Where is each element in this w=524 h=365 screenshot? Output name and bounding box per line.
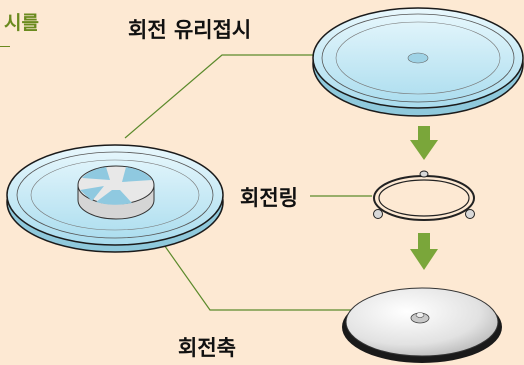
shaft-base	[342, 287, 502, 363]
tray-hub	[77, 165, 155, 220]
roller-ring	[373, 170, 475, 221]
shaft-label: 회전축	[178, 336, 236, 360]
tray-leader-line	[124, 54, 320, 139]
roller-ring-label: 회전링	[240, 186, 298, 210]
arrow-2-icon	[410, 233, 438, 270]
arrow-1-icon	[410, 126, 438, 160]
glass-tray-label: 회전 유리접시	[128, 18, 252, 42]
corner-text: 시를	[4, 12, 39, 34]
glass-tray-side	[6, 144, 224, 253]
corner-bracket	[0, 46, 10, 47]
glass-tray-top	[312, 7, 524, 117]
